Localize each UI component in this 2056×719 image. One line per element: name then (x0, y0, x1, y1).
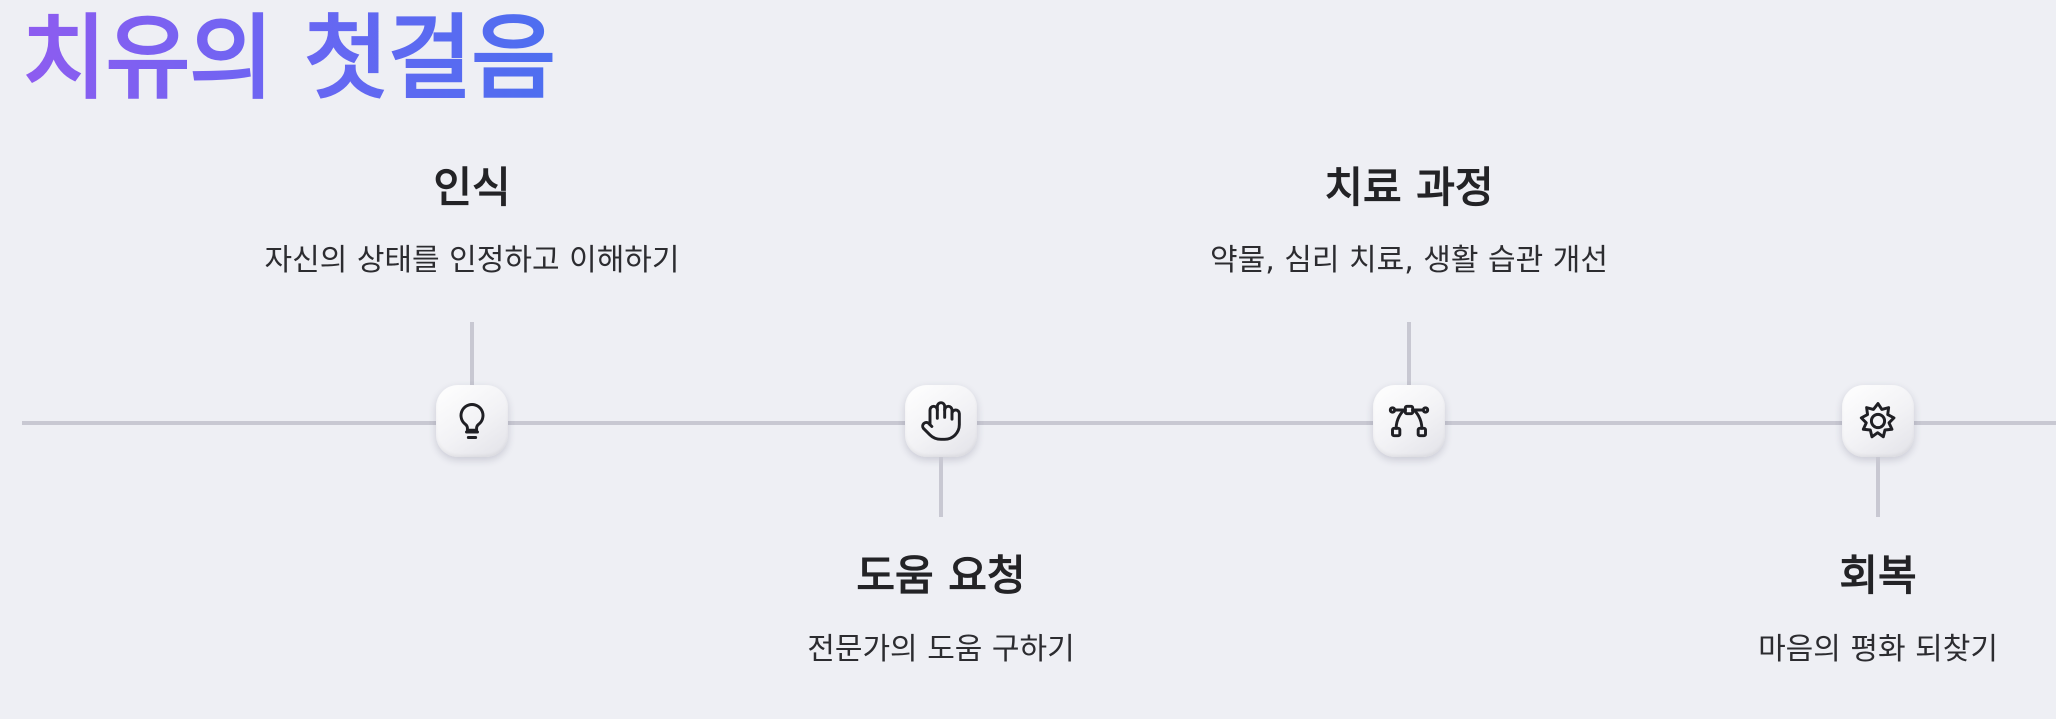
step-description-recognition: 자신의 상태를 인정하고 이해하기 (264, 243, 680, 278)
bezier-path-icon (1387, 399, 1431, 443)
step-node-recovery[interactable] (1842, 385, 1914, 457)
step-description-recovery: 마음의 평화 되찾기 (1758, 632, 1998, 667)
lightbulb-icon (450, 399, 494, 443)
step-description-treatment: 약물, 심리 치료, 생활 습관 개선 (1210, 243, 1608, 278)
timeline-line (22, 421, 2056, 425)
connector-treatment (1407, 322, 1411, 385)
step-title-seek-help: 도움 요청 (856, 551, 1026, 600)
sun-gear-icon (1856, 399, 1900, 443)
step-node-recognition[interactable] (436, 385, 508, 457)
connector-recovery (1876, 457, 1880, 517)
hand-icon (919, 399, 963, 443)
step-node-seek-help[interactable] (905, 385, 977, 457)
step-title-recovery: 회복 (1839, 551, 1917, 600)
step-description-seek-help: 전문가의 도움 구하기 (807, 632, 1075, 667)
step-node-treatment[interactable] (1373, 385, 1445, 457)
page-title: 치유의 첫걸음 (22, 5, 556, 112)
connector-seek-help (939, 457, 943, 517)
connector-recognition (470, 322, 474, 385)
step-title-recognition: 인식 (433, 163, 511, 212)
step-title-treatment: 치료 과정 (1324, 163, 1494, 212)
